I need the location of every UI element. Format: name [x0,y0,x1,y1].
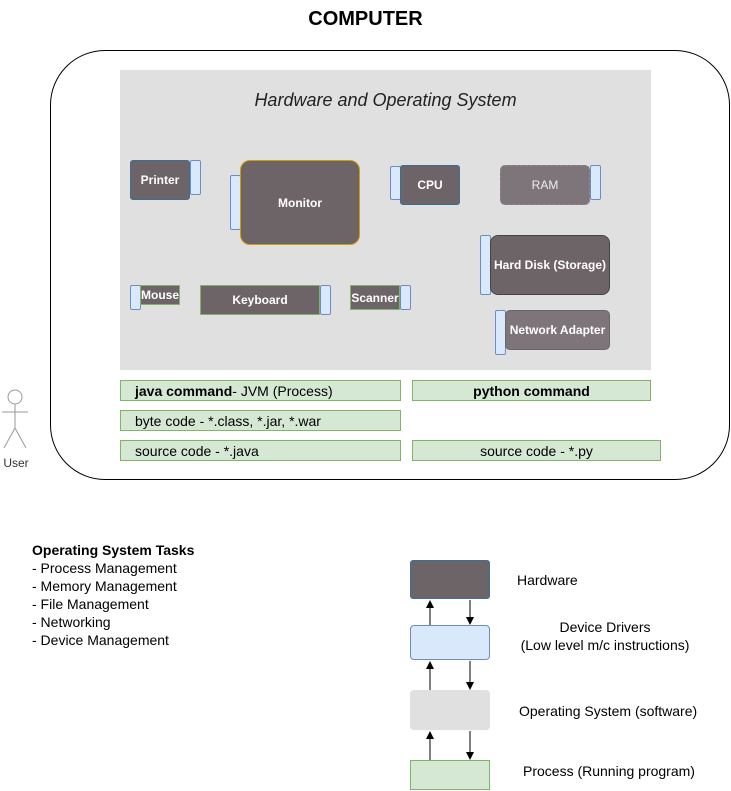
monitor-device: Monitor [240,160,360,245]
ram-label: RAM [531,178,559,192]
stack-drivers-box [410,625,490,660]
scanner-device: Scanner [350,285,400,310]
printer-device: Printer [130,160,190,200]
stack-process-label: Process (Running program) [523,763,695,779]
stack-os-label: Operating System (software) [519,703,698,719]
os-task-item: - File Management [32,596,149,612]
cpu-device: CPU [400,165,460,205]
os-task-item: - Networking [32,614,111,630]
network-adapter-label: Network Adapter [509,323,606,337]
python-command-box: python command [412,380,651,401]
stack-hardware-label: Hardware [517,572,578,588]
hardware-title: Hardware and Operating System [254,90,517,110]
user-label: User [3,456,29,470]
keyboard-port [320,285,331,315]
java-source-code-label: source code - *.java [135,442,259,459]
mouse-label: Mouse [141,288,180,302]
hard-disk-label: Hard Disk (Storage) [493,258,607,272]
os-tasks-title: Operating System Tasks [32,542,195,558]
printer-port [190,160,201,195]
cpu-label: CPU [417,178,443,192]
java-byte-code-box: byte code - *.class, *.jar, *.war [120,410,401,431]
stack-os-box [410,690,490,730]
hard-disk-device: Hard Disk (Storage) [490,235,610,295]
java-command-box: java command - JVM (Process) [120,380,401,401]
java-byte-code-label: byte code - *.class, *.jar, *.war [135,412,321,429]
stack-process-box [410,760,490,790]
python-source-code-box: source code - *.py [412,440,661,461]
printer-label: Printer [140,173,180,187]
python-source-code-label: source code - *.py [480,442,593,459]
user-icon [2,389,28,449]
monitor-label: Monitor [278,195,322,210]
keyboard-label: Keyboard [232,293,288,307]
computer-frame [50,50,730,480]
java-source-code-box: source code - *.java [120,440,401,461]
scanner-label: Scanner [351,290,399,305]
stack-drivers-label-line1: Device Drivers [559,619,651,635]
keyboard-device: Keyboard [200,285,320,315]
scanner-port [400,285,411,310]
java-command-rest: - JVM (Process) [232,382,333,399]
java-command-bold: java command [135,382,233,399]
ram-device: RAM [500,165,590,205]
os-task-item: - Process Management [32,560,177,576]
mouse-device: Mouse [140,285,180,305]
stack-hardware-box [410,560,490,599]
ram-port [590,165,601,200]
os-task-item: - Device Management [32,632,169,648]
page-title: COMPUTER [308,8,423,30]
stack-drivers-label-line2: (Low level m/c instructions) [520,637,690,653]
os-task-item: - Memory Management [32,578,177,594]
python-command-label: python command [473,382,590,399]
network-adapter-device: Network Adapter [505,310,610,350]
